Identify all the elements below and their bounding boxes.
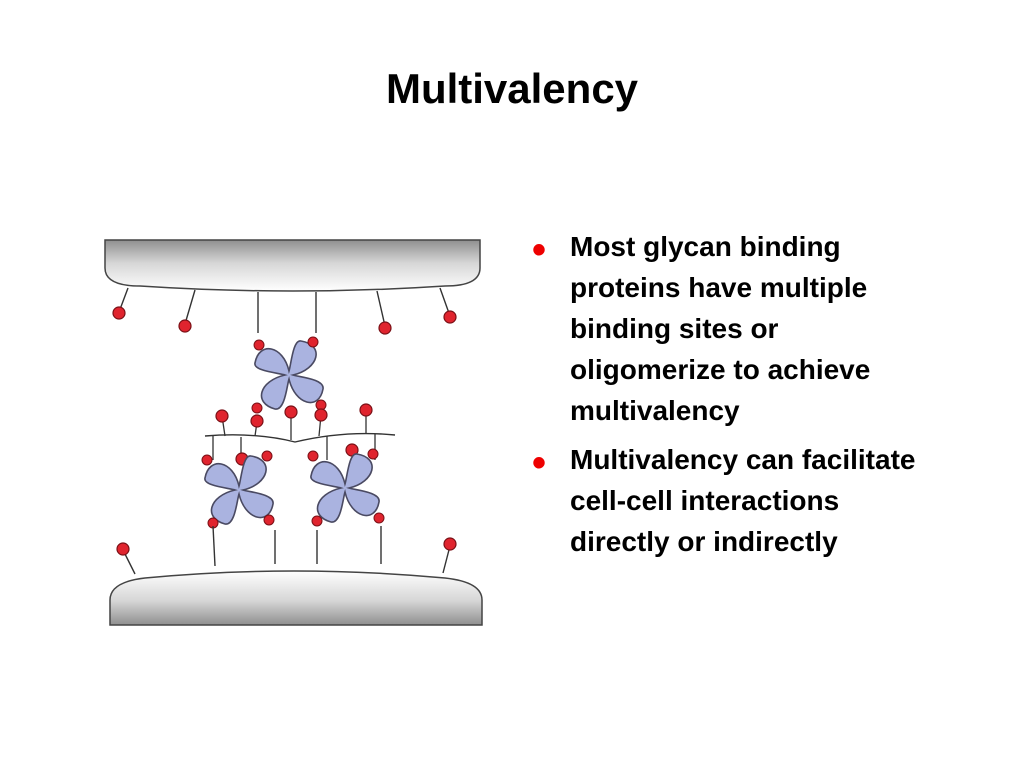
bullet-item: • Multivalency can facilitate cell-cell … [532, 439, 1002, 562]
glycan-dot [215, 409, 229, 423]
glycan-dot [178, 319, 192, 333]
lectin-protein-lower-right [307, 448, 385, 527]
glycan-dot [378, 321, 392, 335]
glycan-dot [284, 405, 298, 419]
top-glycans [118, 287, 451, 333]
multivalency-diagram [104, 239, 483, 626]
bullet-text: Most glycan binding proteins have multip… [570, 231, 871, 426]
glycan-dot [314, 408, 328, 422]
lectin-protein-upper [251, 336, 327, 414]
glycan-dot [250, 414, 264, 428]
bottom-cell [109, 570, 483, 626]
bullet-text: Multivalency can facilitate cell-cell in… [570, 444, 916, 557]
top-cell [104, 239, 481, 292]
glycan-dot [359, 403, 373, 417]
glycan-dot [112, 306, 126, 320]
bullet-marker: • [532, 228, 547, 272]
glycan-dot [443, 310, 457, 324]
glycan-dot [116, 542, 130, 556]
slide-title: Multivalency [385, 65, 639, 112]
glycan-dot [443, 537, 457, 551]
bullet-marker: • [532, 441, 547, 485]
lectin-protein-lower-left [201, 450, 275, 529]
bullet-item: • Most glycan binding proteins have mult… [532, 226, 1002, 431]
glycan-chain [204, 432, 396, 443]
bullet-list: • Most glycan binding proteins have mult… [532, 226, 1002, 570]
